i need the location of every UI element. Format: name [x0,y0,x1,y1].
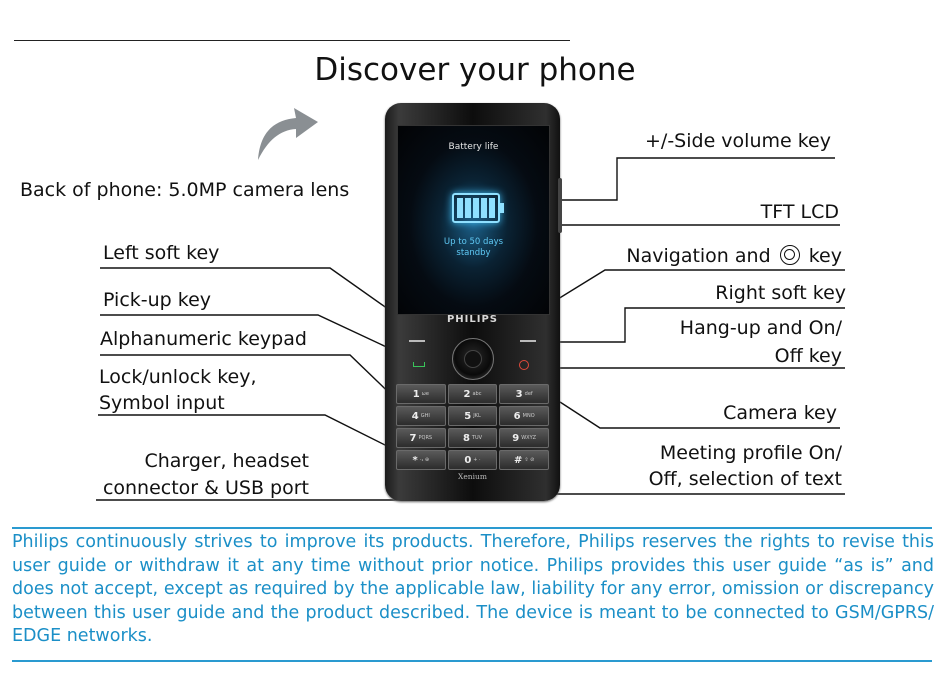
navigation-circle-icon [779,245,800,265]
keypad-key-letters: ωe [421,391,429,397]
line-lock-unlock [98,414,406,456]
keypad-key-number: 3 [515,388,523,400]
keypad-key-letters: PQRS [418,435,433,441]
phone-model: Xenium [458,472,487,481]
navigation-key [452,338,494,380]
keypad-key-number: 2 [463,388,471,400]
keypad-key-letters: + · [473,457,481,463]
label-back-camera: Back of phone: 5.0MP camera lens [20,179,350,201]
right-soft-key [520,340,536,342]
label-tft-lcd: TFT LCD [760,201,839,223]
screen-title: Battery life [448,142,499,152]
label-meeting-2: Off, selection of text [648,468,842,490]
label-camera-key: Camera key [723,402,837,424]
label-lock-unlock-2: Symbol input [99,392,225,414]
label-right-soft-key: Right soft key [715,282,846,304]
keypad-key-letters: WXYZ [521,435,537,441]
keypad-key: 0+ · [447,450,498,470]
keypad-key-number: * [412,454,418,466]
keypad-key-letters: TUV [471,435,483,441]
keypad-key-number: 1 [412,388,420,400]
disclaimer-bottom-rule [12,660,932,662]
navigation-key-suffix: key [808,245,842,267]
navigation-key-text: Navigation and [626,245,771,267]
line-pick-up-key [100,314,411,359]
keypad-key-number: 6 [513,410,521,422]
keypad-key-number: # [513,454,523,466]
top-rule [14,40,570,41]
keypad-key-number: 9 [512,432,520,444]
keypad-key-number: 0 [464,454,472,466]
call-icon [413,362,425,367]
keypad-key-letters: GHI [420,413,430,419]
label-hang-up-1: Hang-up and On/ [679,317,842,339]
side-volume-key [558,178,562,233]
keypad-key-letters: JKL [473,413,481,419]
label-charger-2: connector & USB port [102,477,309,499]
screen-text-1: Up to 50 days [443,237,504,247]
disclaimer-text: Philips continuously strives to improve … [12,532,934,646]
battery-icon [452,193,504,223]
keypad-key-number: 7 [409,432,417,444]
keypad-key-number: 5 [464,410,472,422]
disclaimer-top-rule [12,527,932,529]
keypad-key-letters: ⇧ ⊘ [524,457,535,463]
line-right-soft-key [520,307,845,343]
line-side-volume [558,157,835,201]
label-side-volume-key: +/-Side volume key [645,130,831,152]
label-left-soft-key: Left soft key [103,242,220,264]
keypad-key-number: 8 [462,432,470,444]
left-soft-key [409,340,425,342]
phone-screen: Battery life Up to 50 days standby [397,125,550,315]
keypad-key-letters: abc [472,391,482,397]
keypad-key: *·₁ ⊕ [396,450,446,470]
phone-brand: PHILIPS [446,314,499,325]
keypad-key-letters: def [524,391,533,397]
keypad-key-number: 4 [411,410,419,422]
label-lock-unlock-1: Lock/unlock key, [99,366,257,388]
label-hang-up-2: Off key [774,345,842,367]
keypad-key-letters: MNO [522,413,535,419]
curved-arrow-icon [258,108,318,160]
page-title: Discover your phone [314,52,636,88]
keypad-key-letters: ·₁ ⊕ [419,457,430,463]
end-call-icon [519,360,529,370]
label-charger-1: Charger, headset [144,450,309,472]
label-pick-up-key: Pick-up key [103,289,212,311]
line-camera-key [559,401,840,429]
label-alphanumeric-keypad: Alphanumeric keypad [100,328,307,350]
screen-text-2: standby [456,248,491,258]
phone-image: Battery life Up to 50 days standby PHILI… [385,103,562,503]
label-navigation-key: Navigation and key [600,243,842,269]
keypad-key: #⇧ ⊘ [499,450,549,470]
label-meeting-1: Meeting profile On/ [659,442,842,464]
